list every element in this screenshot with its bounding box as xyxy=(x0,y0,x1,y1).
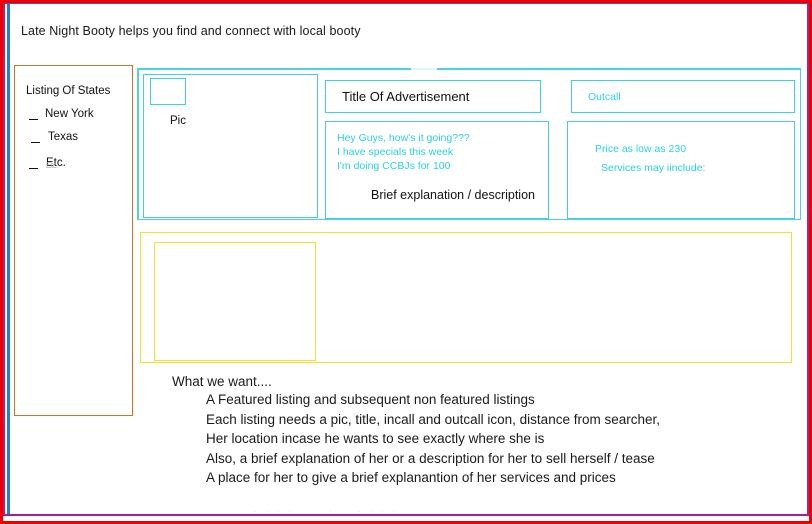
sidebar-item-new-york[interactable]: New York xyxy=(15,108,132,129)
notes-list: A Featured listing and subsequent non fe… xyxy=(172,390,792,488)
note-line: Each listing needs a pic, title, incall … xyxy=(206,411,660,427)
listing-pic-box[interactable]: Pic xyxy=(143,74,318,218)
second-listing-pic-box[interactable] xyxy=(154,242,316,361)
sidebar-states-panel[interactable]: Listing Of States New York Texas Etc. Et… xyxy=(14,65,133,416)
page-canvas: Late Night Booty helps you find and conn… xyxy=(11,6,801,515)
requirements-notes: What we want.... A Featured listing and … xyxy=(172,374,792,515)
description-line: I'm doing CCBJs for 100 xyxy=(337,160,451,172)
pricing-line: Services may iinclude: xyxy=(601,162,706,174)
listing-pricing-box[interactable]: Price as low as 230 Services may iinclud… xyxy=(567,121,795,219)
listing-pricing-lines: Price as low as 230 Services may iinclud… xyxy=(595,140,705,178)
sidebar-item-texas[interactable]: Texas xyxy=(15,131,132,152)
sidebar-item-label: New York xyxy=(45,108,94,120)
listing-title-text: Title Of Advertisement xyxy=(342,89,470,104)
sidebar-title: Listing Of States xyxy=(26,85,111,97)
frame-inner-border xyxy=(3,2,809,516)
card-border-left xyxy=(137,68,139,220)
pricing-line: Price as low as 230 xyxy=(595,143,687,155)
sidebar-item-etc[interactable]: Etc. Etc. xyxy=(15,157,132,178)
card-border-right xyxy=(799,68,801,220)
pic-label: Pic xyxy=(170,115,186,127)
notes-cutoff-line: . . . . . . . . . xyxy=(254,504,399,515)
notes-heading: What we want.... xyxy=(172,374,272,389)
frame-accent-stripe xyxy=(7,2,10,514)
listing-description-lines: Hey Guys, how's it going??? I have speci… xyxy=(337,131,470,173)
note-line: Her location incase he wants to see exac… xyxy=(206,431,545,446)
sidebar-state-list: New York Texas Etc. Etc. xyxy=(15,108,132,178)
sidebar-item-label: Etc. xyxy=(46,157,66,169)
note-line: A Featured listing and subsequent non fe… xyxy=(206,392,535,407)
listing-description-caption: Brief explanation / description xyxy=(371,188,535,202)
card-border-top xyxy=(137,68,801,70)
listing-title-box[interactable]: Title Of Advertisement xyxy=(325,80,541,113)
description-line: I have specials this week xyxy=(337,146,454,158)
page-tagline: Late Night Booty helps you find and conn… xyxy=(21,24,361,38)
bullet-dash-icon xyxy=(31,141,40,143)
listing-description-box[interactable]: Hey Guys, how's it going??? I have speci… xyxy=(325,121,549,219)
description-line: Hey Guys, how's it going??? xyxy=(337,132,470,144)
featured-listing-card[interactable] xyxy=(137,68,801,220)
sidebar-item-label: Texas xyxy=(48,131,79,143)
outcall-label: Outcall xyxy=(588,91,621,103)
note-line: A place for her to give a brief explanan… xyxy=(206,470,616,485)
note-line: Also, a brief explanation of her or a de… xyxy=(206,450,655,466)
bullet-dash-icon xyxy=(29,167,38,169)
thumbnail-placeholder-icon[interactable] xyxy=(150,78,186,105)
sidebar-item-etc-overlap-artifact: Etc. xyxy=(46,161,58,170)
listing-outcall-box[interactable]: Outcall xyxy=(571,80,795,113)
card-border-bottom xyxy=(137,218,801,220)
bullet-dash-icon xyxy=(29,118,38,120)
